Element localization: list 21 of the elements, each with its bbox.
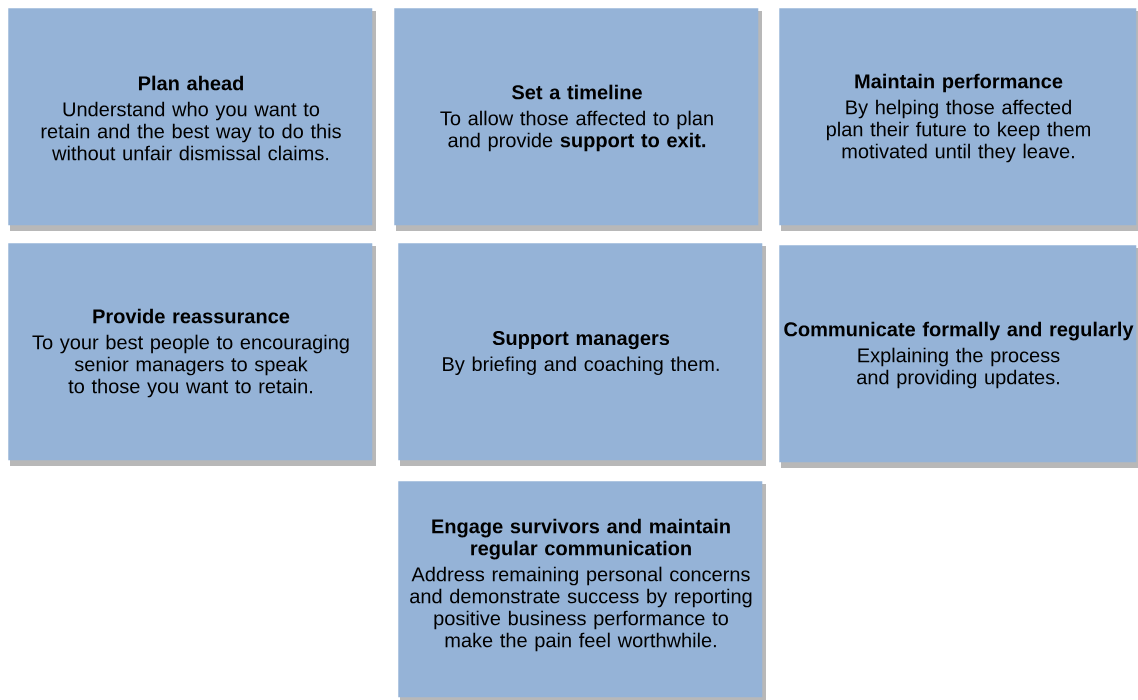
- box-text: To allow those affected to plan and provide support to exit.: [440, 110, 713, 152]
- box-heading: Support managers: [492, 330, 670, 350]
- box-text: To your best people to encouraging senior managers to speak to those you want to retain.: [32, 334, 349, 398]
- info-box: [394, 8, 762, 231]
- box-heading: Plan ahead: [139, 75, 243, 91]
- box-heading: Engage survivors and maintain regular communication: [432, 518, 730, 560]
- box-heading: Communicate formally and regularly: [784, 321, 1134, 341]
- box-heading: Maintain performance: [855, 73, 1063, 93]
- info-box: [779, 8, 1138, 231]
- box-text: Understand who you want to retain and the best way to do this without unfair dismissal claims.: [41, 101, 341, 161]
- info-box: [8, 8, 376, 231]
- info-box: [398, 243, 766, 466]
- box-heading: Provide reassurance: [93, 308, 290, 324]
- info-box: [398, 481, 766, 700]
- box-text: By helping those affected plan their future to keep them motivated until they leave.: [826, 99, 1090, 163]
- info-box: [779, 245, 1138, 468]
- info-box: [8, 243, 376, 466]
- box-text: By briefing and coaching them.: [443, 356, 719, 376]
- box-heading: Set a timeline: [512, 84, 642, 100]
- box-text: Address remaining personal concerns and demonstrate success by reporting positive business performance to make the pain feel worthwhile.: [410, 566, 752, 652]
- box-text: Explaining the process and providing updates.: [857, 347, 1060, 389]
